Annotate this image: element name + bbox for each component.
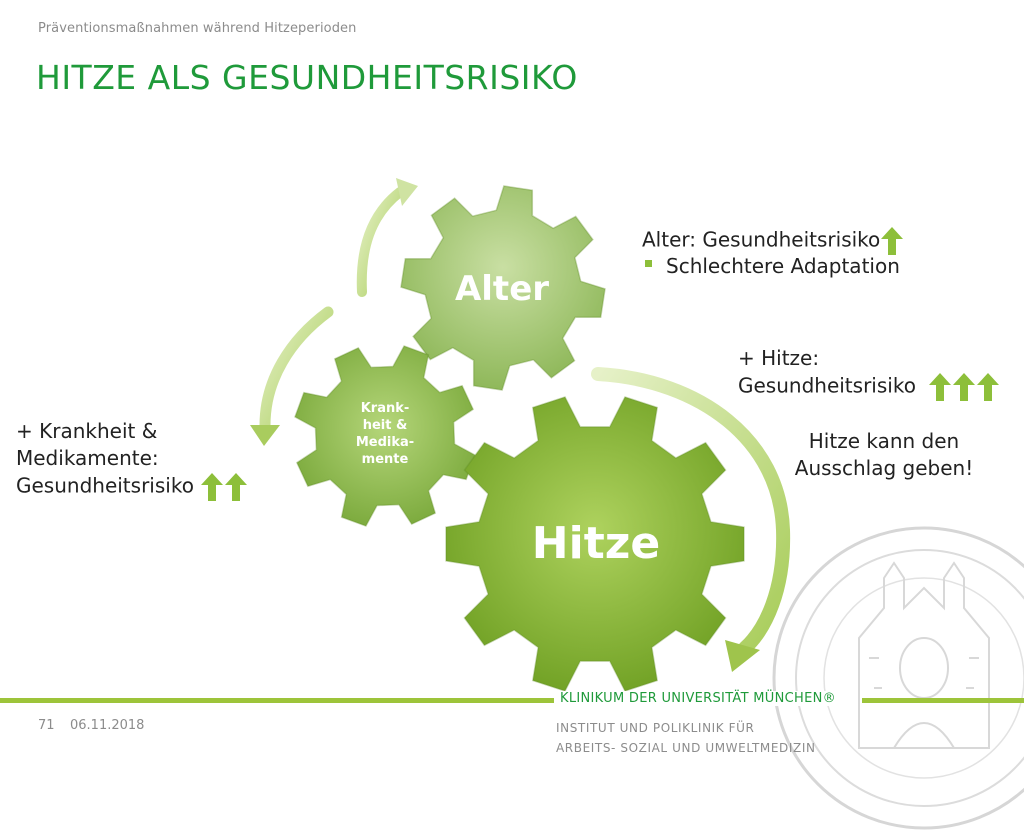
note-alter-text: Alter: Gesundheitsrisiko: [642, 227, 881, 252]
note-ausschlag: Hitze kann den Ausschlag geben!: [776, 428, 992, 482]
cycle-arrow-top: [356, 187, 405, 297]
note-krankheit-line2: Medikamente:: [16, 446, 159, 470]
cycle-arrow-right-head: [725, 640, 760, 672]
footer-institute: INSTITUT UND POLIKLINIK FÜR ARBEITS- SOZ…: [556, 718, 816, 758]
footer-brand: KLINIKUM DER UNIVERSITÄT MÜNCHEN®: [554, 691, 842, 706]
footer-line-left: [0, 698, 556, 703]
gear-krankheit-label-2: heit &: [363, 418, 408, 433]
gear-alter: [400, 185, 606, 391]
footer-line-right: [862, 698, 1024, 703]
footer-institute-line2: ARBEITS- SOZIAL UND UMWELTMEDIZIN: [556, 741, 816, 755]
gear-krankheit: [294, 345, 476, 527]
gear-hitze-label: Hitze: [532, 518, 660, 569]
note-alter: Alter: Gesundheitsrisiko: [642, 226, 904, 256]
note-ausschlag-line1: Hitze kann den: [808, 429, 960, 453]
note-alter-bullet: Schlechtere Adaptation: [666, 254, 900, 278]
gear-hitze-shape: [445, 396, 745, 692]
note-alter-bullet-row: Schlechtere Adaptation: [645, 253, 900, 280]
cycle-arrow-left: [259, 306, 334, 431]
page-title: HITZE ALS GESUNDHEITSRISIKO: [36, 58, 578, 97]
note-hitze-line1: + Hitze:: [738, 346, 820, 370]
gear-krank-shape: [294, 345, 476, 527]
gear-diagram: Alter Krank- heit & Medika- mente Hitze: [250, 178, 791, 692]
footer-institute-line1: INSTITUT UND POLIKLINIK FÜR: [556, 721, 755, 735]
note-hitze-line2: Gesundheitsrisiko: [738, 373, 916, 398]
gear-alter-label: Alter: [455, 269, 549, 309]
page-number: 71: [38, 718, 55, 733]
double-up-arrow-icon: [200, 473, 247, 501]
note-ausschlag-punct: !: [965, 456, 974, 480]
cycle-arrow-right: [591, 367, 791, 655]
gear-hitze: [445, 396, 745, 692]
gear-krankheit-label-4: mente: [362, 452, 409, 467]
triple-up-arrow-icon: [928, 373, 999, 401]
note-krankheit-line1: + Krankheit &: [16, 419, 158, 443]
note-krankheit-line3-row: Gesundheitsrisiko: [16, 472, 248, 502]
cycle-arrow-left-head: [250, 425, 280, 446]
note-ausschlag-line2: Ausschlag geben: [794, 456, 966, 480]
gear-krankheit-label-1: Krank-: [361, 401, 410, 416]
cycle-arrow-top-head: [396, 178, 418, 206]
footer-date: 06.11.2018: [70, 718, 145, 733]
bullet-square-icon: [645, 260, 652, 267]
breadcrumb: Präventionsmaßnahmen während Hitzeperiod…: [38, 21, 357, 36]
note-ausschlag-line2-row: Ausschlag geben!: [776, 455, 992, 482]
gear-alter-shape: [400, 185, 606, 391]
note-krankheit-line3: Gesundheitsrisiko: [16, 473, 194, 498]
note-krankheit: + Krankheit & Medikamente: Gesundheitsri…: [16, 418, 248, 502]
up-arrow-icon: [881, 227, 904, 255]
gear-krankheit-label-3: Medika-: [356, 435, 414, 450]
note-hitze-line2-row: Gesundheitsrisiko: [738, 372, 1000, 402]
